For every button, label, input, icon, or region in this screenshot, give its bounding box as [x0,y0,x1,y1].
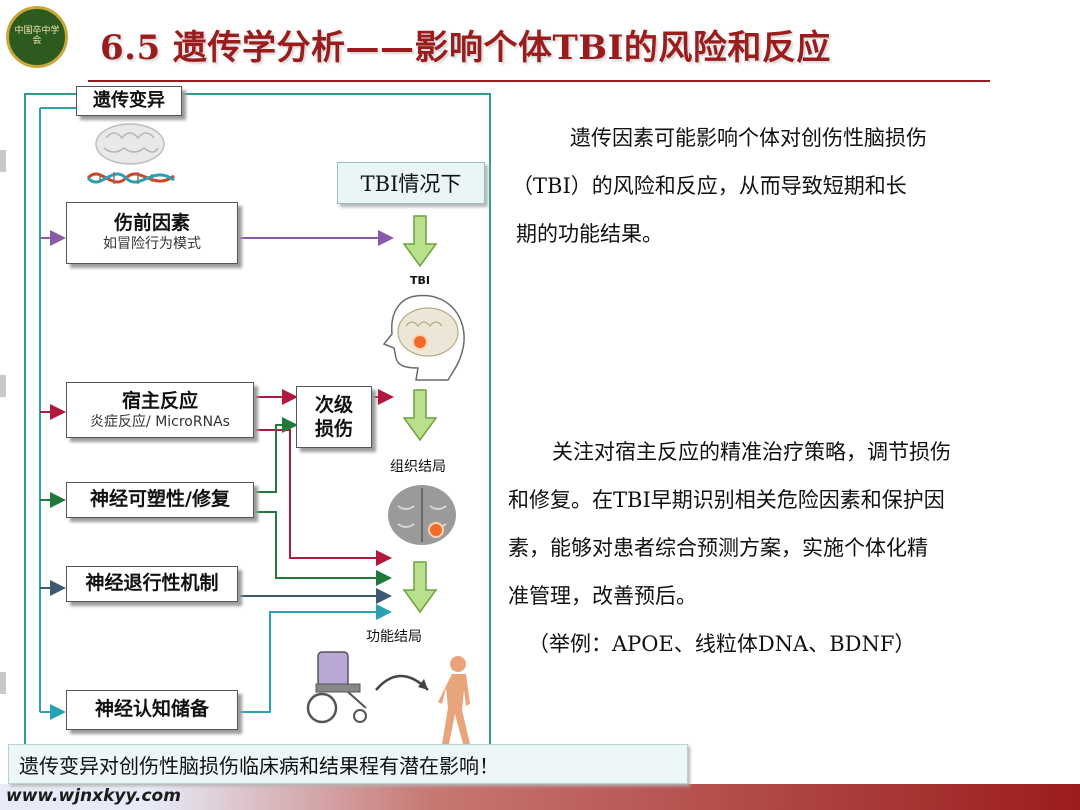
brain-section-icon [384,482,460,548]
example-text: （举例：APOE、线粒体DNA、BDNF） [508,620,1076,668]
genetic-variation-box: 遗传变异 [76,86,182,116]
neurodegeneration-box: 神经退行性机制 [66,566,238,602]
secondary-injury-box: 次级 损伤 [296,386,372,448]
head-profile-icon [376,290,470,382]
tissue-outcome-label: 组织结局 [390,456,446,476]
summary-note: 遗传变异对创伤性脑损伤临床病和结果程有潜在影响！ [8,744,688,784]
neuroplasticity-box: 神经可塑性/修复 [66,482,254,518]
walking-person-icon [428,654,484,746]
wheelchair-icon [296,646,378,726]
brain-dna-icon [80,120,180,194]
functional-outcome-label: 功能结局 [366,626,422,646]
tbi-condition-box: TBI情况下 [337,162,485,204]
host-response-box: 宿主反应 炎症反应/ MicroRNAs [66,382,254,438]
text-paragraph-2: 关注对宿主反应的精准治疗策略，调节损伤 和修复。在TBI早期识别相关危险因素和保… [508,428,1076,668]
website-url[interactable]: www.wjnxkyy.com [6,786,181,806]
text-paragraph-1: 遗传因素可能影响个体对创伤性脑损伤 （TBI）的风险和反应，从而导致短期和长 期… [508,114,1068,258]
tbi-small-label: TBI [410,274,430,287]
preinjury-factors-box: 伤前因素 如冒险行为模式 [66,202,238,264]
cognitive-reserve-box: 神经认知储备 [66,690,238,730]
